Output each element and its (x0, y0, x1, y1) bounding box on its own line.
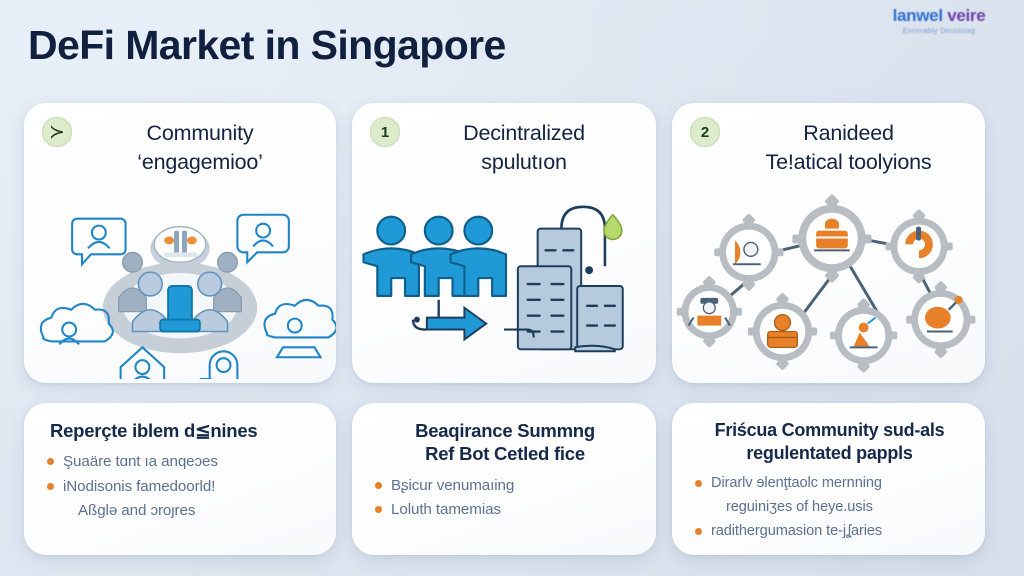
list-item: Dirarlv ɘlenţtaolc mernning (692, 473, 967, 494)
brand-logo: lanwel veire Enrimably Deusistag (874, 6, 1004, 40)
card-header: ≻ Community ‘engagemioo’ (24, 103, 336, 183)
people-and-buildings-illustration (352, 191, 656, 379)
summary-title: Friścua Community sud-als regulentated p… (692, 419, 967, 464)
summary-bullet-list: Dirarlv ɘlenţtaolc mernning reguiniʒes … (692, 473, 967, 541)
summary-title-line2: regulentated pappls (746, 442, 913, 463)
summary-bullet-list: Şuaäre tɑnt ıa anqeɔes iNodisonis famedo… (44, 451, 318, 522)
summary-title-line1: Friścua Community sud-als (714, 420, 945, 440)
card-badge: ≻ (42, 117, 72, 147)
card-title-line1: Decintralized (463, 121, 585, 145)
card-title-line1: Community (146, 121, 254, 145)
page-header: DeFi Market in Singapore lanwel veire En… (0, 0, 1024, 100)
feature-card-regulatory-tools[interactable]: 2 Ranideed Te!atical toolyions (672, 103, 985, 383)
list-item: Loluth tamemias (372, 499, 638, 521)
card-title: Decintralized spulutıon (370, 119, 638, 177)
summary-title-line1: Beaqirance Summng (415, 420, 595, 441)
list-item: iNodisonis famedoorld! (44, 476, 318, 498)
feature-card-community[interactable]: ≻ Community ‘engagemioo’ (24, 103, 336, 383)
card-title-line2: ‘engagemioo’ (137, 149, 263, 174)
summary-bullet-list: Bʂicur venumaıing Loluth tamemias (372, 475, 638, 521)
card-badge: 1 (370, 117, 400, 147)
logo-tagline: Enrimably Deusistag (902, 26, 976, 35)
list-item: Aßglə and ɔroȷres (78, 502, 196, 520)
list-item: radithergumasion te-jʆaries (692, 521, 967, 542)
summary-title: Beaqirance Summng Ref Bot Cetled fice (372, 419, 638, 466)
page-title: DeFi Market in Singapore (28, 22, 506, 68)
summary-card-community-regulation[interactable]: Friścua Community sud-als regulentated p… (672, 403, 985, 555)
card-badge: 2 (690, 117, 720, 147)
list-item: Şuaäre tɑnt ıa anqeɔes (44, 451, 318, 473)
feature-card-decentralized[interactable]: 1 Decintralized spulutıon (352, 103, 656, 383)
community-network-illustration (24, 191, 336, 379)
card-title: Community ‘engagemioo’ (42, 119, 318, 177)
card-title-line2: spulutıon (481, 149, 567, 174)
summary-card-assurance[interactable]: Beaqirance Summng Ref Bot Cetled fice Bʂ… (352, 403, 656, 555)
card-title-line1: Ranideed (803, 121, 894, 145)
card-header: 1 Decintralized spulutıon (352, 103, 656, 183)
logo-word-primary: lanwel (892, 6, 943, 25)
logo-word-secondary: veire (947, 6, 986, 25)
summary-title-line2: Ref Bot Cetled fice (425, 443, 585, 465)
summary-title: Reperçte iblem d≦nines (44, 419, 318, 442)
card-title: Ranideed Te!atical toolyions (690, 119, 967, 177)
list-item: Bʂicur venumaıing (372, 475, 638, 497)
summary-title-line1: Reperçte iblem d≦nines (50, 420, 258, 441)
list-item: reguiniʒes of heye.usis (726, 499, 873, 516)
logo-wordmark: lanwel veire (874, 6, 1004, 26)
card-header: 2 Ranideed Te!atical toolyions (672, 103, 985, 183)
summary-card-reports[interactable]: Reperçte iblem d≦nines Şuaäre tɑnt ıa a… (24, 403, 336, 555)
card-title-line2: Te!atical toolyions (765, 149, 932, 174)
gear-network-illustration (672, 191, 985, 379)
